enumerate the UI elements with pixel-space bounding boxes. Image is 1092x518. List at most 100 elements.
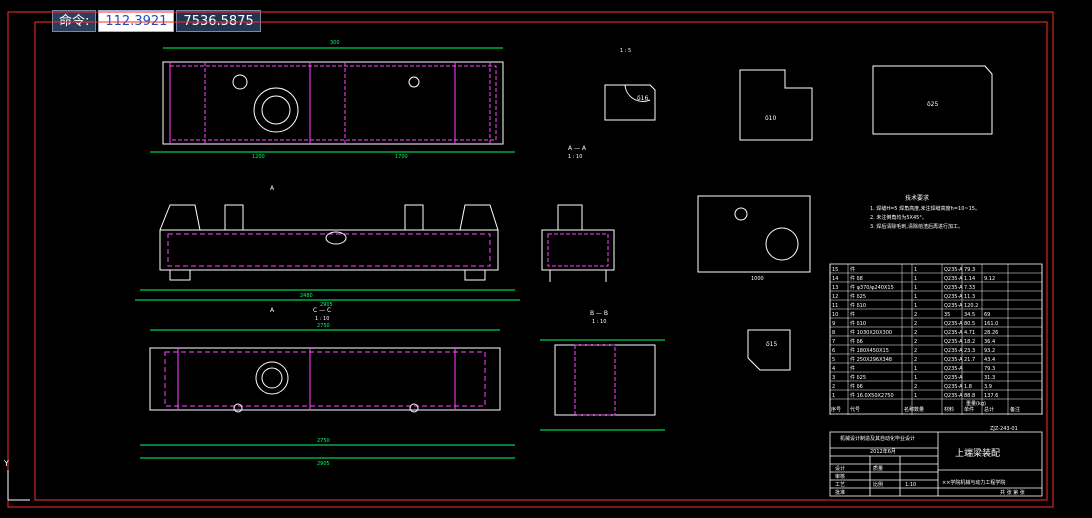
dim-front-2480: 2480: [300, 293, 313, 299]
bom-header-cell: 总计: [984, 406, 994, 413]
bom-cell: 1: [914, 267, 917, 273]
dim-bottom-2905: 2905: [317, 461, 330, 467]
bom-cell: 件 δ25: [850, 293, 866, 300]
bom-cell: Q235-A: [944, 357, 963, 363]
tech-requirements-title: 技术要求: [905, 194, 929, 202]
title-block-scale-value: 1:10: [905, 482, 916, 488]
title-block: [829, 431, 1043, 497]
bom-cell: 31.3: [984, 375, 995, 381]
plate-label-delta10: δ10: [765, 115, 776, 122]
bom-cell: 34.5: [964, 312, 975, 318]
bom-cell: 69: [984, 312, 990, 318]
bom-header-cell: 备注: [1010, 406, 1020, 413]
bom-cell: 2: [914, 357, 917, 363]
bom-cell: 6: [832, 348, 835, 354]
top-view: [150, 47, 515, 153]
bom-cell: 11: [832, 303, 838, 309]
bom-cell: 件 δ6: [850, 338, 863, 345]
bom-cell: Q235-A: [944, 276, 963, 282]
section-bb-title: B — B: [590, 310, 608, 317]
bom-cell: 件: [850, 311, 855, 318]
title-block-row-3: 工艺: [835, 482, 845, 488]
bottom-view: [140, 329, 515, 459]
dim-front-2905: 2905: [320, 302, 333, 308]
bom-cell: 137.6: [984, 393, 998, 399]
bom-cell: 14: [832, 276, 838, 282]
dim-bottom-2750: 2750: [317, 438, 330, 444]
bom-cell: Q235-A: [944, 267, 963, 273]
bom-cell: 件 δ8: [850, 275, 863, 282]
bom-cell: 18.2: [964, 339, 975, 345]
section-cc-title: C — C: [313, 307, 331, 314]
bom-cell: Q235-A: [944, 339, 963, 345]
bom-cell: Q235-A: [944, 285, 963, 291]
bom-cell: 1: [914, 366, 917, 372]
bom-cell: 43.4: [984, 357, 995, 363]
title-block-school: 机械设计制造及其自动化毕业设计: [840, 435, 915, 442]
detail-part-plate-right: [872, 65, 993, 135]
bom-cell: 5: [832, 357, 835, 363]
bom-cell: Q235-A: [944, 303, 963, 309]
bom-cell: 件: [850, 365, 855, 372]
dim-detail-1000: 1000: [751, 276, 764, 282]
bom-cell: 9.12: [984, 276, 995, 282]
plate-label-delta15: δ15: [766, 341, 777, 348]
bom-header-cell: 名称: [904, 406, 914, 413]
bom-cell: 4: [832, 366, 835, 372]
detail-part-l-plate: [739, 69, 813, 141]
title-block-company: ××学院机械与动力工程学院: [942, 479, 1005, 486]
bom-cell: Q235-A: [944, 384, 963, 390]
bom-cell: 件 180X450X15: [850, 347, 889, 354]
bom-cell: 93.2: [984, 348, 995, 354]
bom-cell: 2: [914, 312, 917, 318]
bom-cell: 1: [914, 303, 917, 309]
bom-cell: 件 16.0X50X2750: [850, 392, 894, 399]
bom-cell: Q235-A: [944, 321, 963, 327]
title-block-row-1: 设计: [835, 465, 845, 472]
bom-cell: 1.14: [964, 276, 975, 282]
bom-header-cell: 数量: [914, 406, 924, 413]
title-block-sheet: 共 张 第 张: [1000, 489, 1025, 496]
bom-cell: 28.26: [984, 330, 998, 336]
bom-cell: 36.4: [984, 339, 995, 345]
bom-cell: Q235-A: [944, 366, 963, 372]
section-bb-scale: 1 : 10: [592, 319, 606, 325]
title-block-row-4: 批准: [835, 489, 845, 496]
bom-cell: 161.0: [984, 321, 998, 327]
title-block-drawing-number: ZJZ-243-01: [990, 426, 1018, 432]
section-mark-a-top: A: [270, 185, 275, 192]
detail-part-small-bracket: [747, 329, 791, 371]
bom-cell: 件 δ6: [850, 383, 863, 390]
inner-border-frame: [34, 21, 1048, 501]
bom-cell: 88.8: [964, 393, 975, 399]
title-block-row-2: 审核: [835, 473, 845, 480]
section-aa-scale: 1 : 10: [568, 154, 582, 160]
bom-cell: 件 1030X20X300: [850, 329, 892, 336]
bom-cell: 79.3: [984, 366, 995, 372]
plate-label-delta16: δ16: [637, 95, 648, 102]
tech-requirement-1: 1. 焊缝H=5 焊角高度,未注焊缝高度h=10~15。: [870, 205, 980, 212]
title-block-date: 2012年6月: [870, 448, 896, 455]
bom-cell: 1: [914, 276, 917, 282]
bom-cell: 12: [832, 294, 838, 300]
title-block-main-title: 上端梁装配: [955, 447, 1000, 459]
bom-cell: 1: [914, 285, 917, 291]
bom-cell: 7.33: [964, 285, 975, 291]
bom-cell: 10: [832, 312, 838, 318]
title-block-scale-label: 比例: [873, 481, 883, 488]
bom-cell: 件 δ25: [850, 374, 866, 381]
bom-cell: 件 250X296X348: [850, 356, 892, 363]
dim-top-1200: 1200: [252, 154, 265, 160]
outer-sheet-frame: [7, 11, 1054, 508]
bom-cell: 1: [914, 375, 917, 381]
dim-bottom-2750-top: 2750: [317, 323, 330, 329]
bom-header-weight-group: 重量(kg): [966, 400, 986, 407]
bom-cell: 1.8: [964, 384, 972, 390]
bom-cell: 件 δ10: [850, 320, 866, 327]
section-bb-view: [540, 339, 665, 431]
bom-header: 序号代号名称数量材料单件总计备注重量(kg): [831, 400, 1020, 413]
front-view: [135, 204, 520, 301]
